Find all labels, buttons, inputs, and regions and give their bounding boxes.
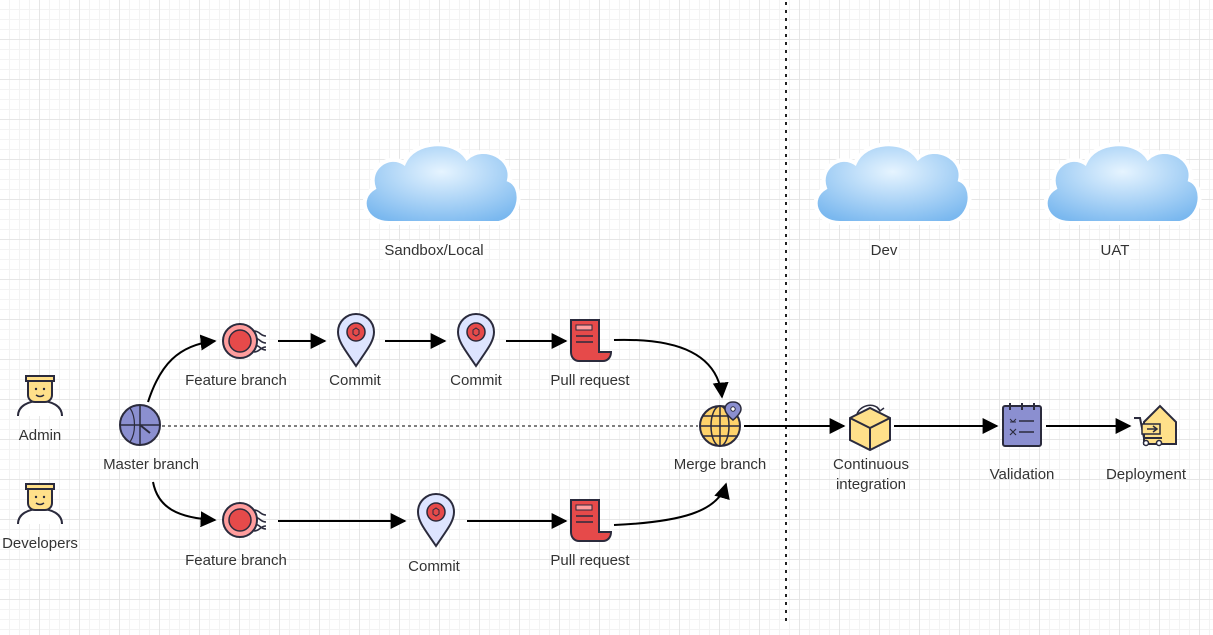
feature-branch-top-icon bbox=[222, 323, 267, 359]
node-label-deployment: Deployment bbox=[1105, 466, 1187, 483]
continuous-integration-box-icon bbox=[849, 404, 891, 452]
commit-bottom-pin-icon bbox=[416, 492, 456, 548]
cloud-icon-dev bbox=[813, 142, 972, 225]
commit-top-1-pin-icon bbox=[336, 312, 376, 368]
commit-top-2-pin-icon bbox=[456, 312, 496, 368]
node-label-commit-top-1: Commit bbox=[329, 372, 381, 389]
deployment-cart-icon bbox=[1134, 404, 1177, 447]
node-label-validation: Validation bbox=[989, 466, 1055, 483]
admin-person-icon bbox=[17, 375, 63, 417]
edge-master-to-feature-top bbox=[147, 334, 217, 403]
merge-branch-globe-icon bbox=[699, 401, 742, 447]
node-label-pull-request-top: Pull request bbox=[550, 372, 630, 389]
edge-pr-bottom-to-merge bbox=[613, 482, 730, 526]
node-label-commit-bottom: Commit bbox=[408, 558, 460, 575]
master-branch-globe-icon bbox=[119, 404, 161, 446]
node-label-pull-request-bottom: Pull request bbox=[550, 552, 630, 569]
node-label-merge-branch: Merge branch bbox=[673, 456, 767, 473]
feature-branch-bottom-icon bbox=[222, 502, 267, 538]
edge-pr-top-to-merge bbox=[613, 338, 729, 399]
cloud-icon-sandbox bbox=[362, 142, 521, 225]
edge-master-to-feature-bottom bbox=[152, 481, 217, 528]
node-label-continuous-integration-line1: Continuous bbox=[833, 456, 909, 473]
pull-request-bottom-scroll-icon bbox=[570, 499, 613, 542]
node-label-feature-branch-bottom: Feature branch bbox=[185, 552, 287, 569]
cloud-icon-uat bbox=[1043, 142, 1202, 225]
actor-label-admin: Admin bbox=[18, 427, 62, 444]
node-label-commit-top-2: Commit bbox=[450, 372, 502, 389]
env-label-uat: UAT bbox=[1099, 241, 1131, 260]
validation-checklist-icon bbox=[1002, 403, 1042, 447]
developers-person-icon bbox=[17, 483, 63, 525]
env-label-dev: Dev bbox=[869, 241, 899, 260]
actor-label-developers: Developers bbox=[2, 535, 78, 552]
node-label-continuous-integration-line2: integration bbox=[835, 476, 907, 493]
node-label-feature-branch-top: Feature branch bbox=[185, 372, 287, 389]
node-label-master-branch: Master branch bbox=[103, 456, 199, 473]
pull-request-top-scroll-icon bbox=[570, 319, 613, 362]
env-label-sandbox: Sandbox/Local bbox=[383, 241, 485, 260]
